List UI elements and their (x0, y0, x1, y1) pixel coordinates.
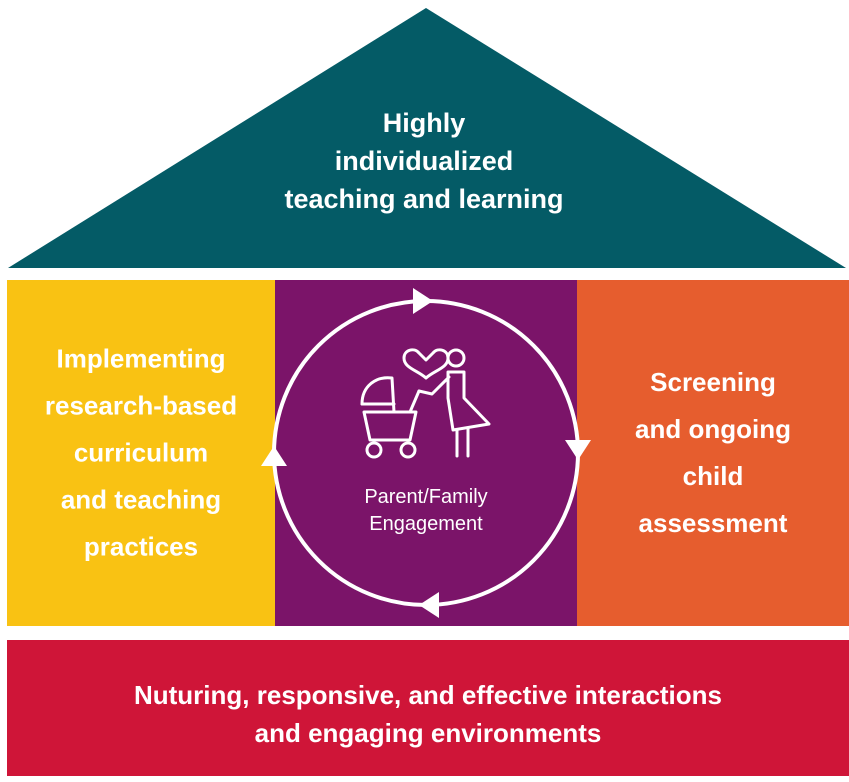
pillar-label-line: Screening (650, 367, 776, 397)
pillar-label-line: assessment (638, 508, 788, 538)
foundation-base: Nuturing, responsive, and effective inte… (7, 640, 849, 776)
roof-label-line: individualized (334, 146, 514, 176)
pillar-label-line: research-based (44, 390, 238, 421)
center-label-line: Engagement (369, 513, 483, 535)
roof-triangle (8, 8, 846, 268)
pillar-label-line: and teaching (60, 484, 222, 515)
foundation-label: Nuturing, responsive, and effective inte… (7, 676, 849, 752)
pillar-assessment: Screening and ongoing child assessment (577, 280, 849, 626)
foundation-label-line: Nuturing, responsive, and effective inte… (133, 680, 723, 710)
roof-label: Highly individualized teaching and learn… (224, 104, 624, 218)
pillar-label-line: practices (83, 531, 199, 562)
family-engagement-label: Parent/Family Engagement (275, 484, 577, 538)
pillar-family-engagement (275, 280, 577, 626)
pillar-curriculum-label: Implementing research-based curriculum a… (7, 336, 275, 571)
pillar-label-line: Implementing (56, 343, 226, 374)
foundation-label-line: and engaging environments (254, 718, 602, 748)
pillar-label-line: and ongoing (635, 414, 791, 444)
pillar-curriculum: Implementing research-based curriculum a… (7, 280, 275, 626)
pillar-assessment-label: Screening and ongoing child assessment (577, 359, 849, 547)
pillar-label-line: child (682, 461, 744, 491)
pillar-label-line: curriculum (73, 437, 209, 468)
roof-label-line: Highly (382, 108, 466, 138)
center-label-line: Parent/Family (364, 486, 488, 508)
roof-label-line: teaching and learning (284, 184, 564, 214)
